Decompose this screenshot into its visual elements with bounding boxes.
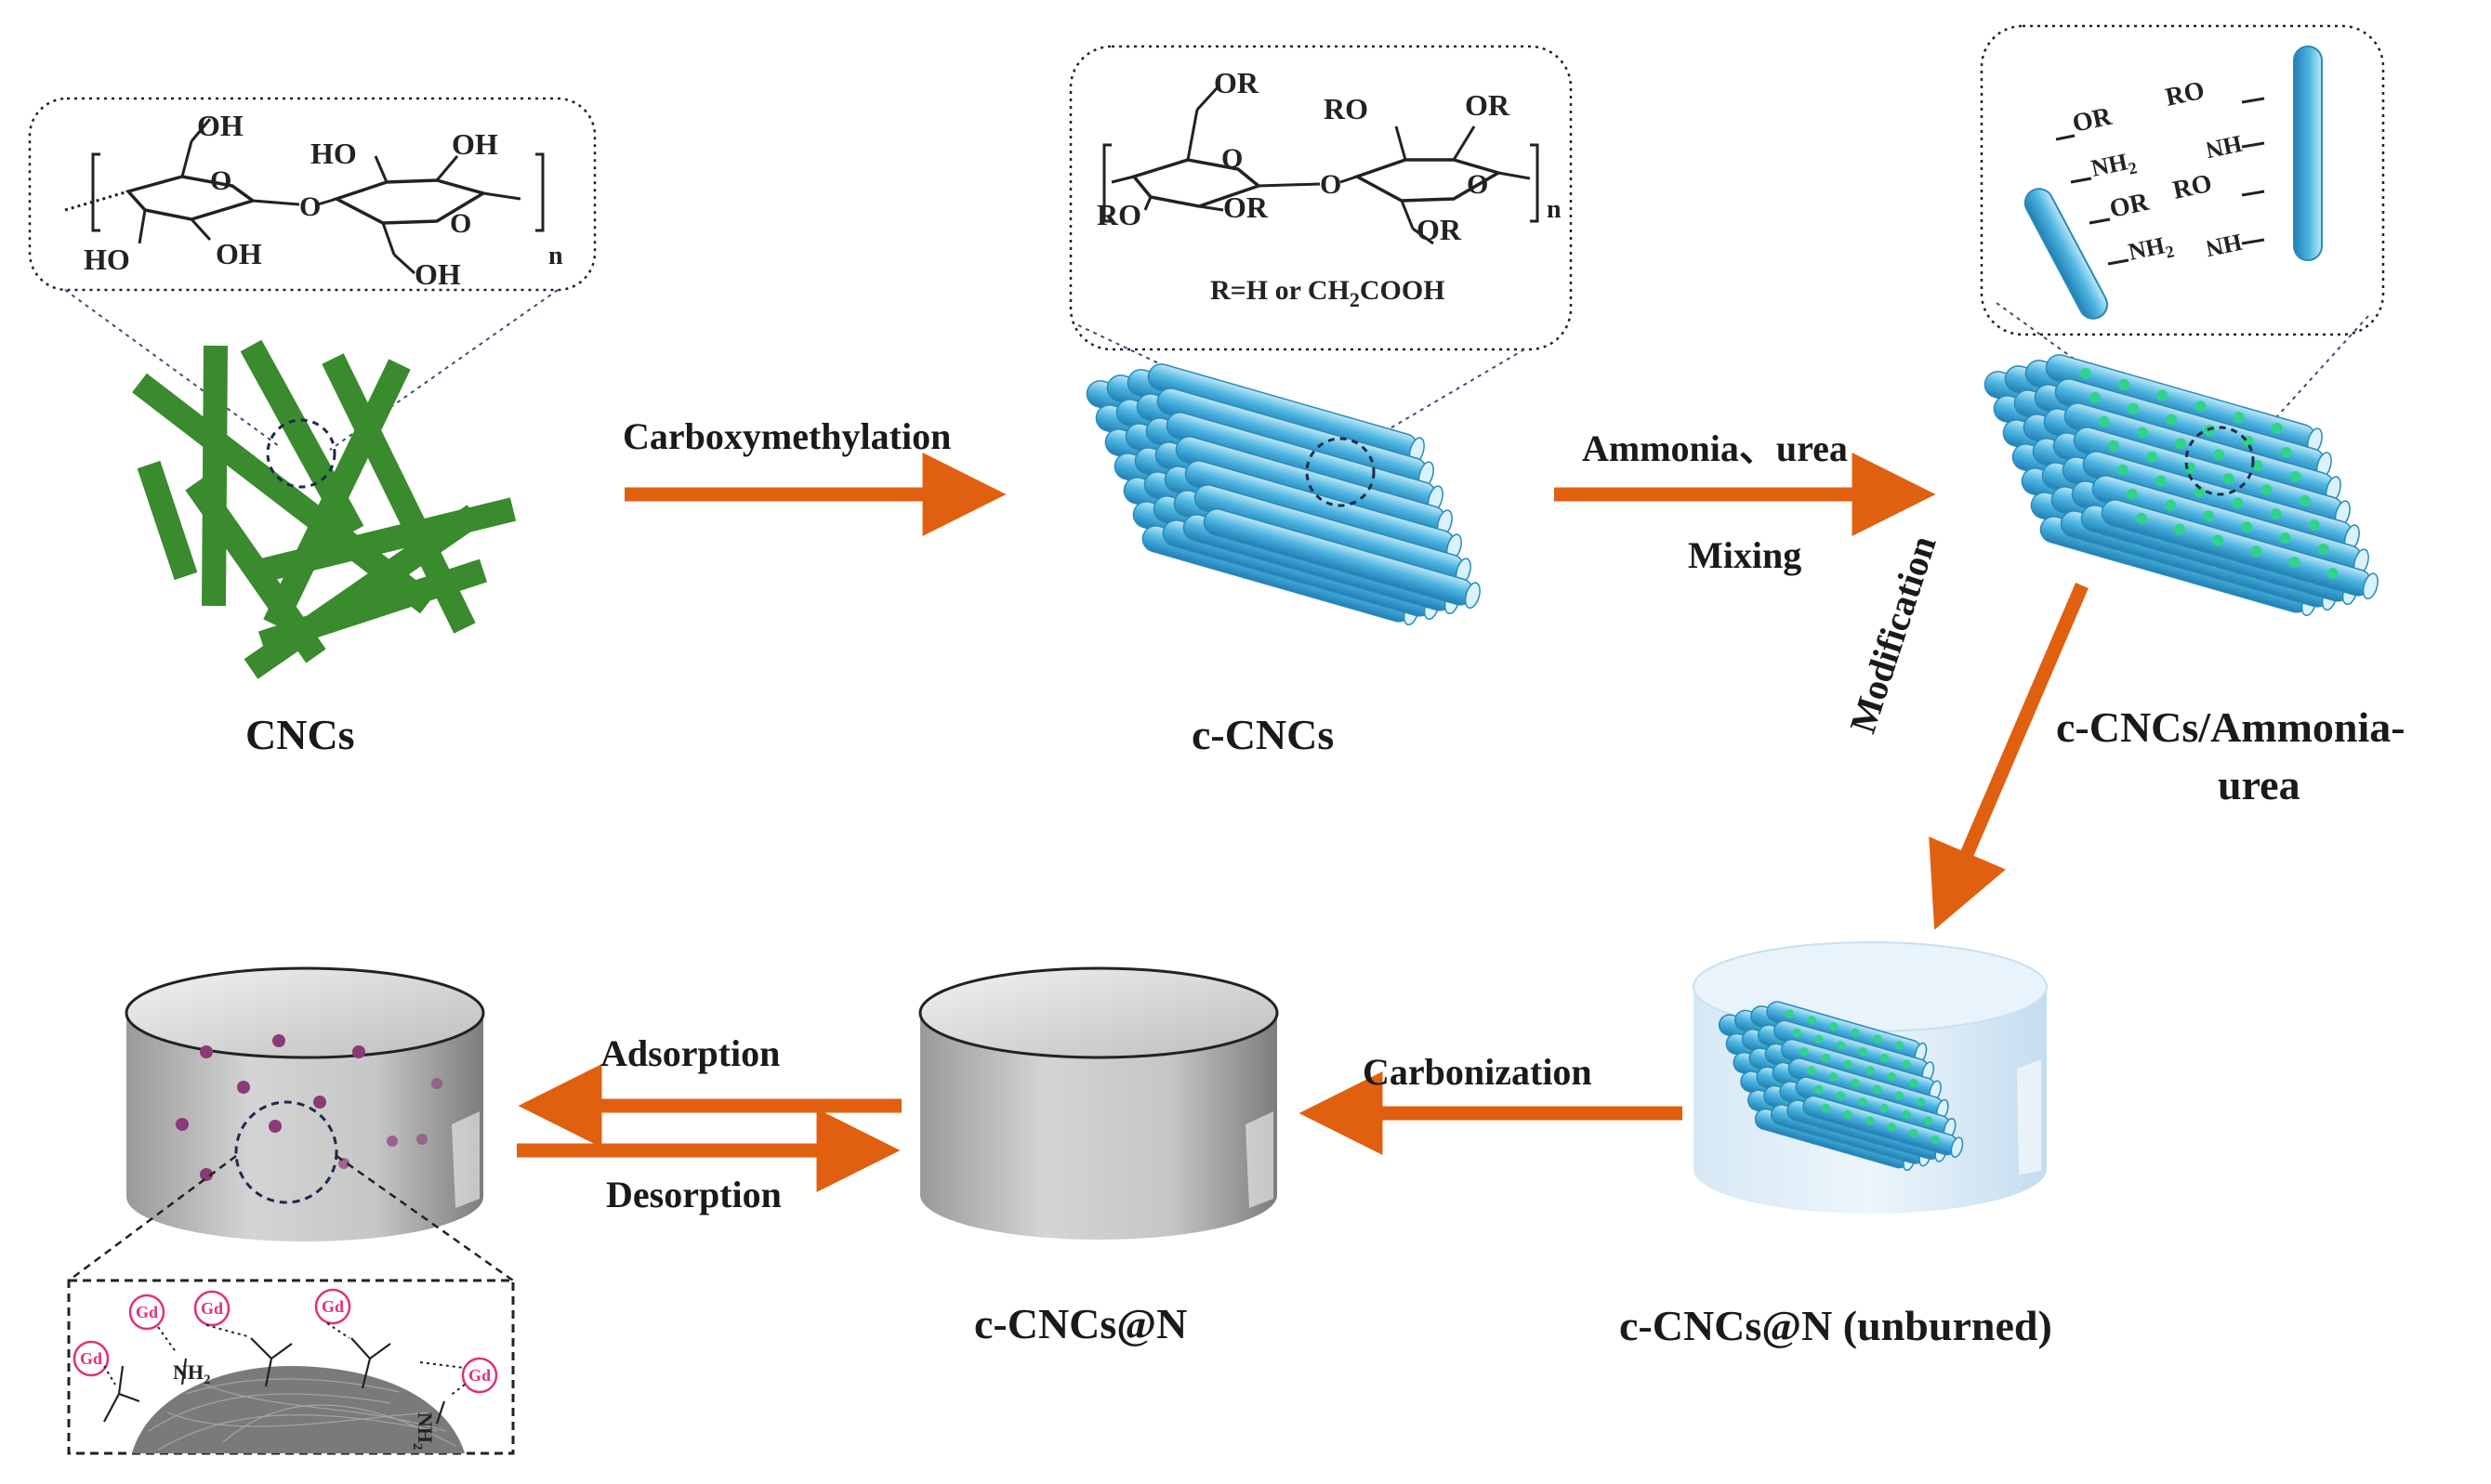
amino-ro-1: RO (2163, 76, 2208, 112)
ammonia-zoom-circle (2184, 426, 2255, 496)
carboxy-ro-mid: RO (1324, 92, 1368, 125)
rod (1787, 1057, 1949, 1121)
label-ammonia-line2: urea (2218, 761, 2300, 808)
c-cncs-rod-bundle (1086, 363, 1481, 626)
modification-arrow (1929, 583, 2089, 930)
gd-ion-5: Gd (468, 1366, 491, 1385)
carboxy-o-ring2: O (1467, 169, 1488, 200)
carboxy-o-link: O (1320, 169, 1341, 200)
carboxy-subscript-n: n (1547, 195, 1562, 224)
amino-hn-2: HN (2203, 229, 2244, 263)
cellulose-oh-right: OH (452, 127, 498, 161)
carboxy-o-ring1: O (1221, 143, 1243, 174)
gd-inset-nh2-a: NH2 (173, 1360, 211, 1387)
label-adsorption: Adsorption (600, 1032, 781, 1074)
label-carboxymethylation: Carboxymethylation (623, 415, 952, 457)
label-c-cncs: c-CNCs (1192, 711, 1335, 758)
label-ammonia-urea: Ammonia、urea (1582, 427, 1848, 469)
cellulose-ho-bottom: HO (84, 243, 130, 276)
gd-ion-2: Gd (136, 1303, 158, 1321)
label-ammonia-line1: c-CNCs/Ammonia- (2056, 703, 2405, 751)
gd-adsorbed-cylinder (68, 966, 514, 1282)
cellulose-oh-bottom: OH (216, 237, 262, 270)
label-c-cncs-n: c-CNCs@N (974, 1300, 1188, 1347)
amino-structure-inset: OR NH2 OR NH2 RO HN RO HN (1980, 24, 2385, 456)
label-mixing: Mixing (1688, 534, 1802, 576)
cellulose-o-link: O (299, 191, 321, 222)
amino-or-2: OR (2107, 188, 2152, 224)
ammonia-urea-rod-bundle (1984, 354, 2379, 617)
unburned-cylinder (1693, 941, 2048, 1214)
amino-or-1: OR (2070, 102, 2115, 138)
amino-ro-2: RO (2170, 169, 2215, 205)
gd-ion-3: Gd (201, 1299, 223, 1318)
label-carbonization: Carbonization (1363, 1051, 1592, 1093)
carboxy-or-right: OR (1465, 88, 1510, 122)
unburned-rod-bundle (1718, 1001, 1964, 1172)
rod (1802, 1095, 1964, 1159)
amino-nh2-1: NH2 (2089, 147, 2139, 186)
gd-ion-1: Gd (80, 1349, 102, 1368)
label-desorption: Desorption (606, 1174, 782, 1215)
gd-zoom-circle (234, 1100, 338, 1204)
amino-nh2-2: NH2 (2126, 230, 2176, 269)
carboxy-or-bottom2: OR (1417, 213, 1462, 246)
gd-inset-nh2-b: NH2 (410, 1412, 437, 1451)
cellulose-oh-top: OH (197, 109, 244, 142)
cncs-fiber-network (132, 339, 517, 679)
cellulose-structure-inset: OH O O HO OH O HO OH OH n (28, 97, 597, 451)
gd-binding-inset: Gd Gd Gd Gd Gd NH2 NH2 (67, 1279, 515, 1455)
cellulose-oh-bottom2: OH (415, 257, 461, 291)
c-cncs-zoom-circle (1305, 437, 1376, 507)
cellulose-o-ring1: O (210, 165, 231, 196)
label-cncs: CNCs (245, 711, 355, 758)
carboxy-or-top: OR (1214, 66, 1259, 99)
carboxy-ro-bottom: RO (1097, 198, 1141, 231)
gd-ion-4: Gd (322, 1297, 344, 1316)
amino-hn-1: HN (2203, 130, 2244, 164)
c-cncs-n-cylinder (918, 966, 1279, 1240)
cncs-zoom-circle (266, 418, 336, 489)
carboxy-or-bottom: OR (1223, 190, 1269, 224)
carboxy-r-definition: R=H or CH2COOH (1210, 275, 1445, 311)
cellulose-o-ring2: O (450, 208, 471, 239)
label-unburned: c-CNCs@N (unburned) (1619, 1302, 2052, 1349)
cellulose-ho-mid: HO (310, 137, 357, 170)
cellulose-subscript-n: n (548, 242, 563, 270)
rod (1203, 508, 1481, 610)
rod (2101, 499, 2379, 600)
